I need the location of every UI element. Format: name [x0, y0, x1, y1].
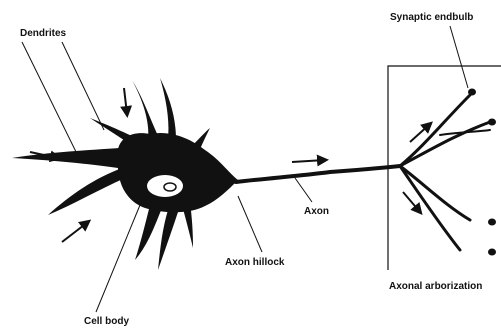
label-dendrites: Dendrites — [20, 28, 67, 39]
label-axon-hillock: Axon hillock — [225, 257, 285, 268]
axon — [236, 166, 400, 182]
axonal-branches — [400, 95, 490, 250]
cell-body — [118, 133, 238, 212]
label-axon: Axon — [304, 206, 329, 217]
label-axonal-arborization: Axonal arborization — [389, 281, 482, 292]
label-cell-body: Cell body — [84, 316, 129, 327]
label-synaptic-endbulb: Synaptic endbulb — [390, 12, 473, 23]
signal-arrows — [30, 88, 430, 242]
synaptic-endbulbs — [468, 89, 496, 256]
